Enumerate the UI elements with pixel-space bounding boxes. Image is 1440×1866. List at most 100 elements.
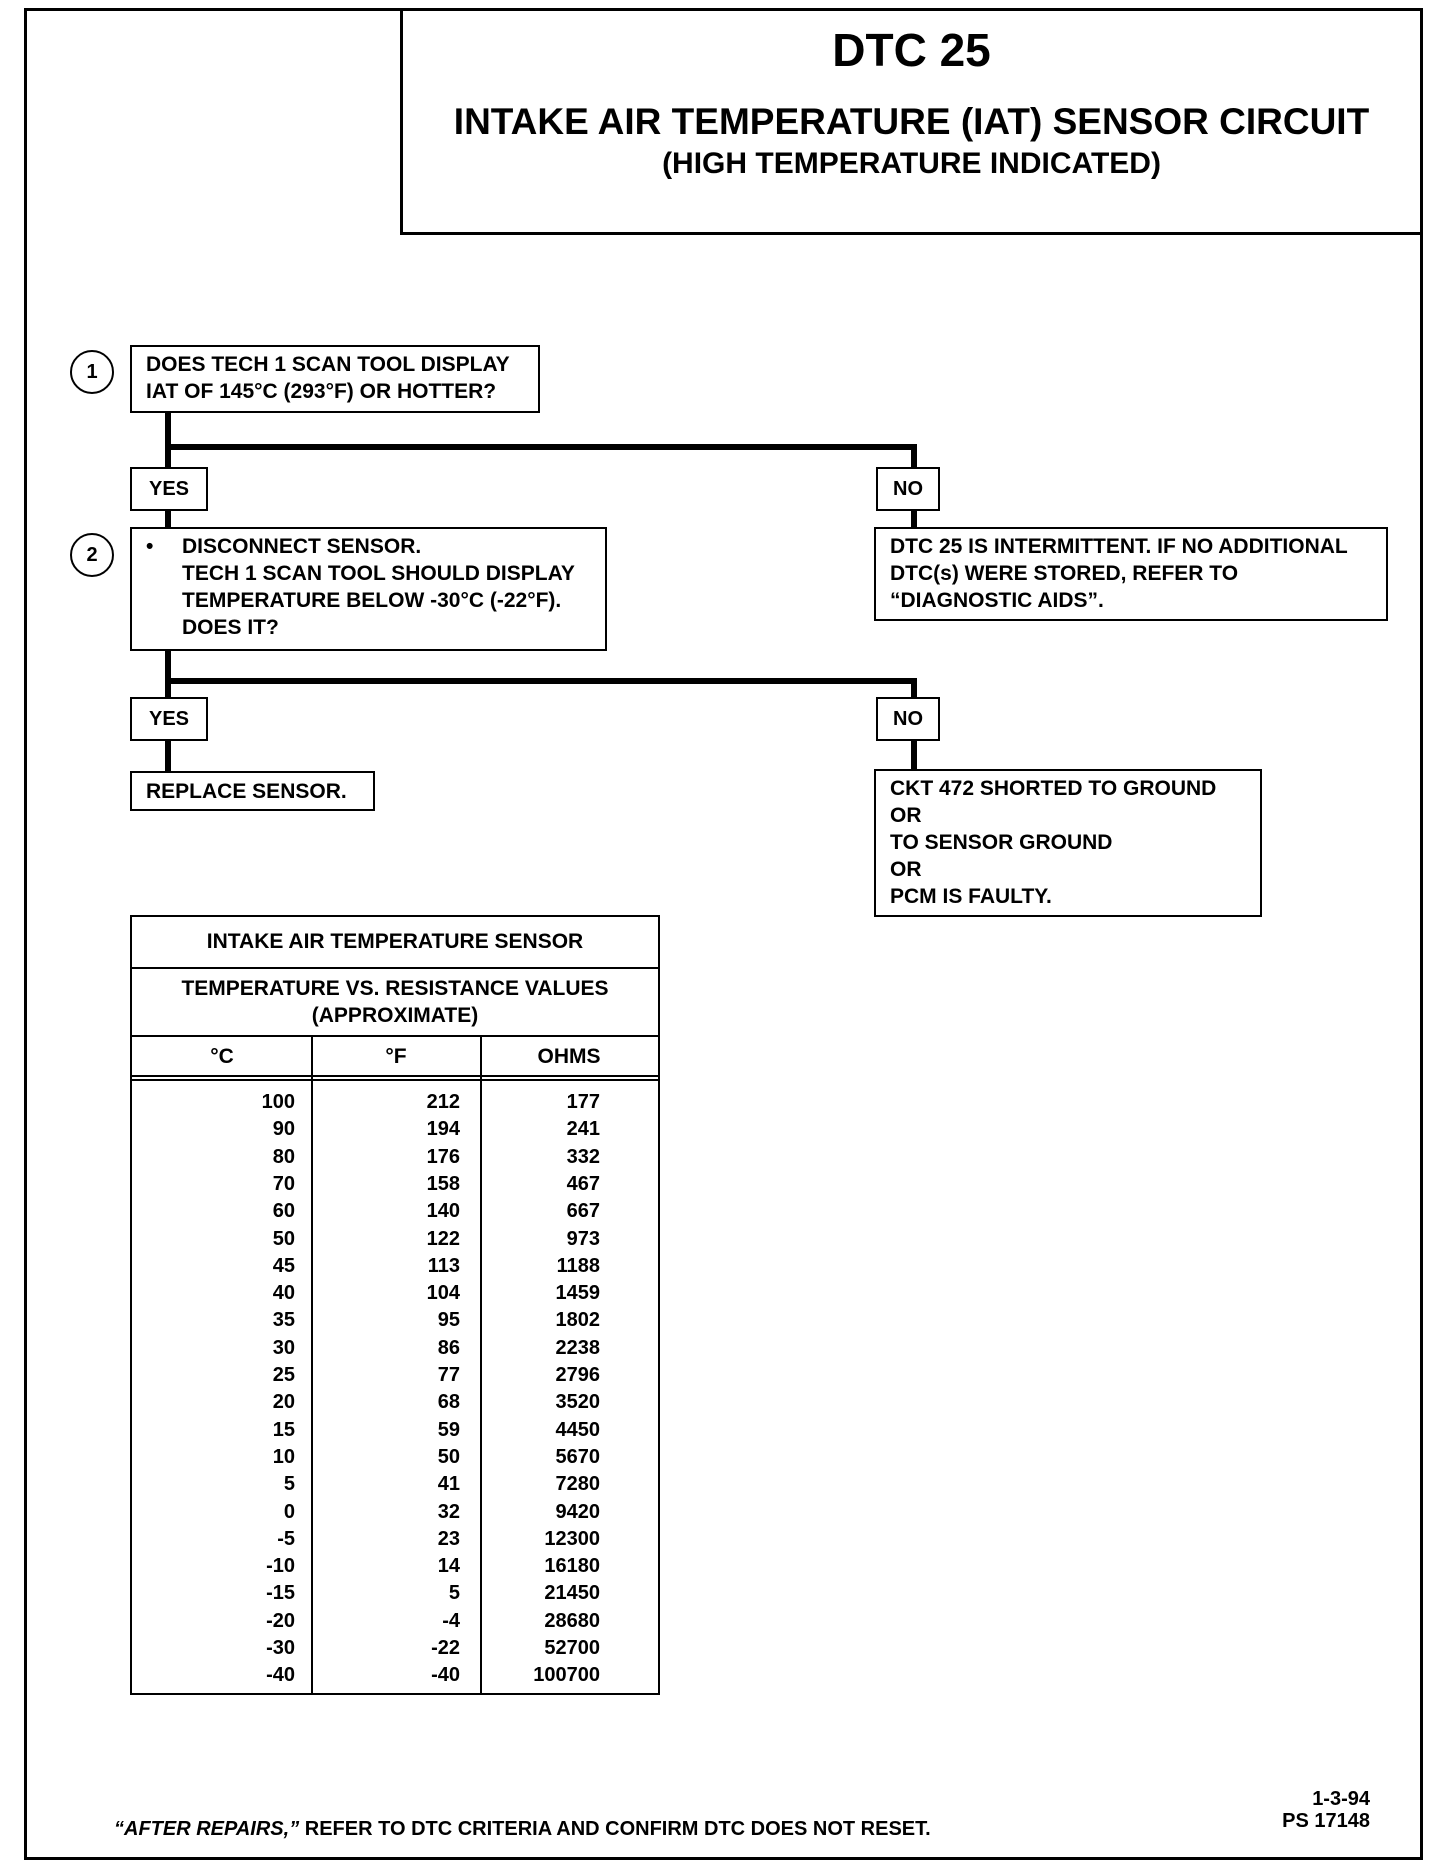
after-repairs-note: “AFTER REPAIRS,” REFER TO DTC CRITERIA A… xyxy=(114,1818,931,1841)
cell-ohms: 12300 xyxy=(544,1527,600,1550)
result-line: OR xyxy=(890,858,922,881)
step-2-line: DISCONNECT SENSOR. xyxy=(182,535,422,558)
connector xyxy=(165,413,171,467)
result-line: PCM IS FAULTY. xyxy=(890,885,1052,908)
cell-ohms: 1188 xyxy=(556,1254,600,1277)
cell-ohms: 28680 xyxy=(544,1609,600,1632)
step-2-no-label: NO xyxy=(876,697,940,741)
cell-fahrenheit: 14 xyxy=(437,1555,460,1578)
cell-ohms: 7280 xyxy=(555,1473,601,1496)
step-1-marker: 1 xyxy=(70,350,114,394)
connector xyxy=(165,741,171,771)
connector xyxy=(911,511,917,527)
table-row: 80 176 332 xyxy=(132,1144,658,1171)
cell-fahrenheit: 104 xyxy=(426,1282,460,1305)
cell-ohms: 973 xyxy=(566,1227,600,1250)
cell-celsius: 70 xyxy=(272,1172,295,1195)
cell-fahrenheit: 113 xyxy=(427,1254,460,1277)
table-title: INTAKE AIR TEMPERATURE SENSOR xyxy=(132,917,658,969)
cell-celsius: 15 xyxy=(272,1418,295,1441)
table-subtitle-line: TEMPERATURE VS. RESISTANCE VALUES xyxy=(181,977,609,1000)
cell-fahrenheit: 50 xyxy=(437,1445,460,1468)
cell-ohms: 1802 xyxy=(555,1309,601,1332)
cell-celsius: 60 xyxy=(272,1200,295,1223)
table-row: 60 140 667 xyxy=(132,1198,658,1225)
step-1-no-label: NO xyxy=(876,467,940,511)
cell-fahrenheit: 95 xyxy=(437,1309,460,1332)
cell-celsius: -20 xyxy=(266,1609,295,1632)
connector xyxy=(911,678,917,697)
step-2-line: TECH 1 SCAN TOOL SHOULD DISPLAY xyxy=(182,562,575,585)
step-1-no-result-box: DTC 25 IS INTERMITTENT. IF NO ADDITIONAL… xyxy=(874,527,1388,621)
page-title: INTAKE AIR TEMPERATURE (IAT) SENSOR CIRC… xyxy=(453,101,1370,142)
step-2-line: TEMPERATURE BELOW -30°C (-22°F). xyxy=(182,589,562,612)
cell-celsius: 35 xyxy=(272,1309,295,1332)
cell-fahrenheit: 32 xyxy=(437,1500,460,1523)
connector xyxy=(911,444,917,467)
column-divider xyxy=(480,1037,482,1693)
column-header-fahrenheit: °F xyxy=(312,1037,480,1077)
connector xyxy=(165,678,917,684)
result-line: CKT 472 SHORTED TO GROUND xyxy=(890,777,1217,800)
cell-fahrenheit: 176 xyxy=(426,1145,460,1168)
title-block: DTC 25 INTAKE AIR TEMPERATURE (IAT) SENS… xyxy=(400,8,1423,235)
cell-fahrenheit: -40 xyxy=(431,1664,460,1687)
result-line: TO SENSOR GROUND xyxy=(890,831,1113,854)
step-2-marker: 2 xyxy=(70,533,114,577)
result-line: DTC 25 IS INTERMITTENT. IF NO ADDITIONAL xyxy=(890,535,1348,558)
connector xyxy=(165,444,917,450)
bullet: • xyxy=(146,535,154,558)
cell-fahrenheit: -22 xyxy=(431,1637,460,1659)
cell-ohms: 241 xyxy=(566,1118,600,1141)
cell-ohms: 177 xyxy=(566,1091,600,1113)
cell-ohms: 21450 xyxy=(544,1582,600,1605)
step-2-yes-result-box: REPLACE SENSOR. xyxy=(130,771,375,811)
cell-fahrenheit: 122 xyxy=(426,1227,460,1250)
dtc-title: DTC 25 xyxy=(832,24,991,76)
cell-ohms: 52700 xyxy=(544,1637,600,1659)
cell-celsius: 100 xyxy=(261,1091,295,1113)
cell-fahrenheit: 77 xyxy=(437,1364,460,1386)
cell-fahrenheit: 23 xyxy=(437,1527,460,1550)
step-1-question-box: DOES TECH 1 SCAN TOOL DISPLAY IAT OF 145… xyxy=(130,345,540,413)
cell-fahrenheit: 140 xyxy=(426,1200,460,1223)
connector xyxy=(165,511,171,527)
cell-ohms: 3520 xyxy=(555,1391,601,1414)
cell-fahrenheit: -4 xyxy=(442,1609,460,1632)
step-1-line: IAT OF 145°C (293°F) OR HOTTER? xyxy=(146,380,497,403)
cell-ohms: 467 xyxy=(566,1172,600,1195)
step-1-line: DOES TECH 1 SCAN TOOL DISPLAY xyxy=(146,353,510,376)
cell-celsius: -15 xyxy=(266,1582,295,1605)
document-number: PS 17148 xyxy=(1282,1810,1370,1832)
step-2-no-result-box: CKT 472 SHORTED TO GROUND OR TO SENSOR G… xyxy=(874,769,1262,917)
cell-celsius: 80 xyxy=(272,1145,295,1168)
cell-ohms: 667 xyxy=(566,1200,600,1223)
after-repairs-text: REFER TO DTC CRITERIA AND CONFIRM DTC DO… xyxy=(299,1818,931,1840)
cell-celsius: 5 xyxy=(283,1473,295,1496)
result-line: “DIAGNOSTIC AIDS”. xyxy=(890,589,1104,612)
cell-ohms: 332 xyxy=(566,1145,600,1168)
connector xyxy=(165,651,171,697)
page-subtitle: (HIGH TEMPERATURE INDICATED) xyxy=(662,147,1161,180)
document-id: 1-3-94 PS 17148 xyxy=(1270,1788,1370,1832)
cell-celsius: 0 xyxy=(283,1500,295,1523)
table-subtitle-line: (APPROXIMATE) xyxy=(311,1004,479,1027)
result-line: DTC(s) WERE STORED, REFER TO xyxy=(890,562,1239,585)
cell-ohms: 4450 xyxy=(555,1418,601,1441)
cell-celsius: 40 xyxy=(272,1282,295,1305)
result-line: OR xyxy=(890,804,922,827)
column-header-ohms: OHMS xyxy=(480,1037,658,1077)
cell-ohms: 2796 xyxy=(555,1364,601,1386)
